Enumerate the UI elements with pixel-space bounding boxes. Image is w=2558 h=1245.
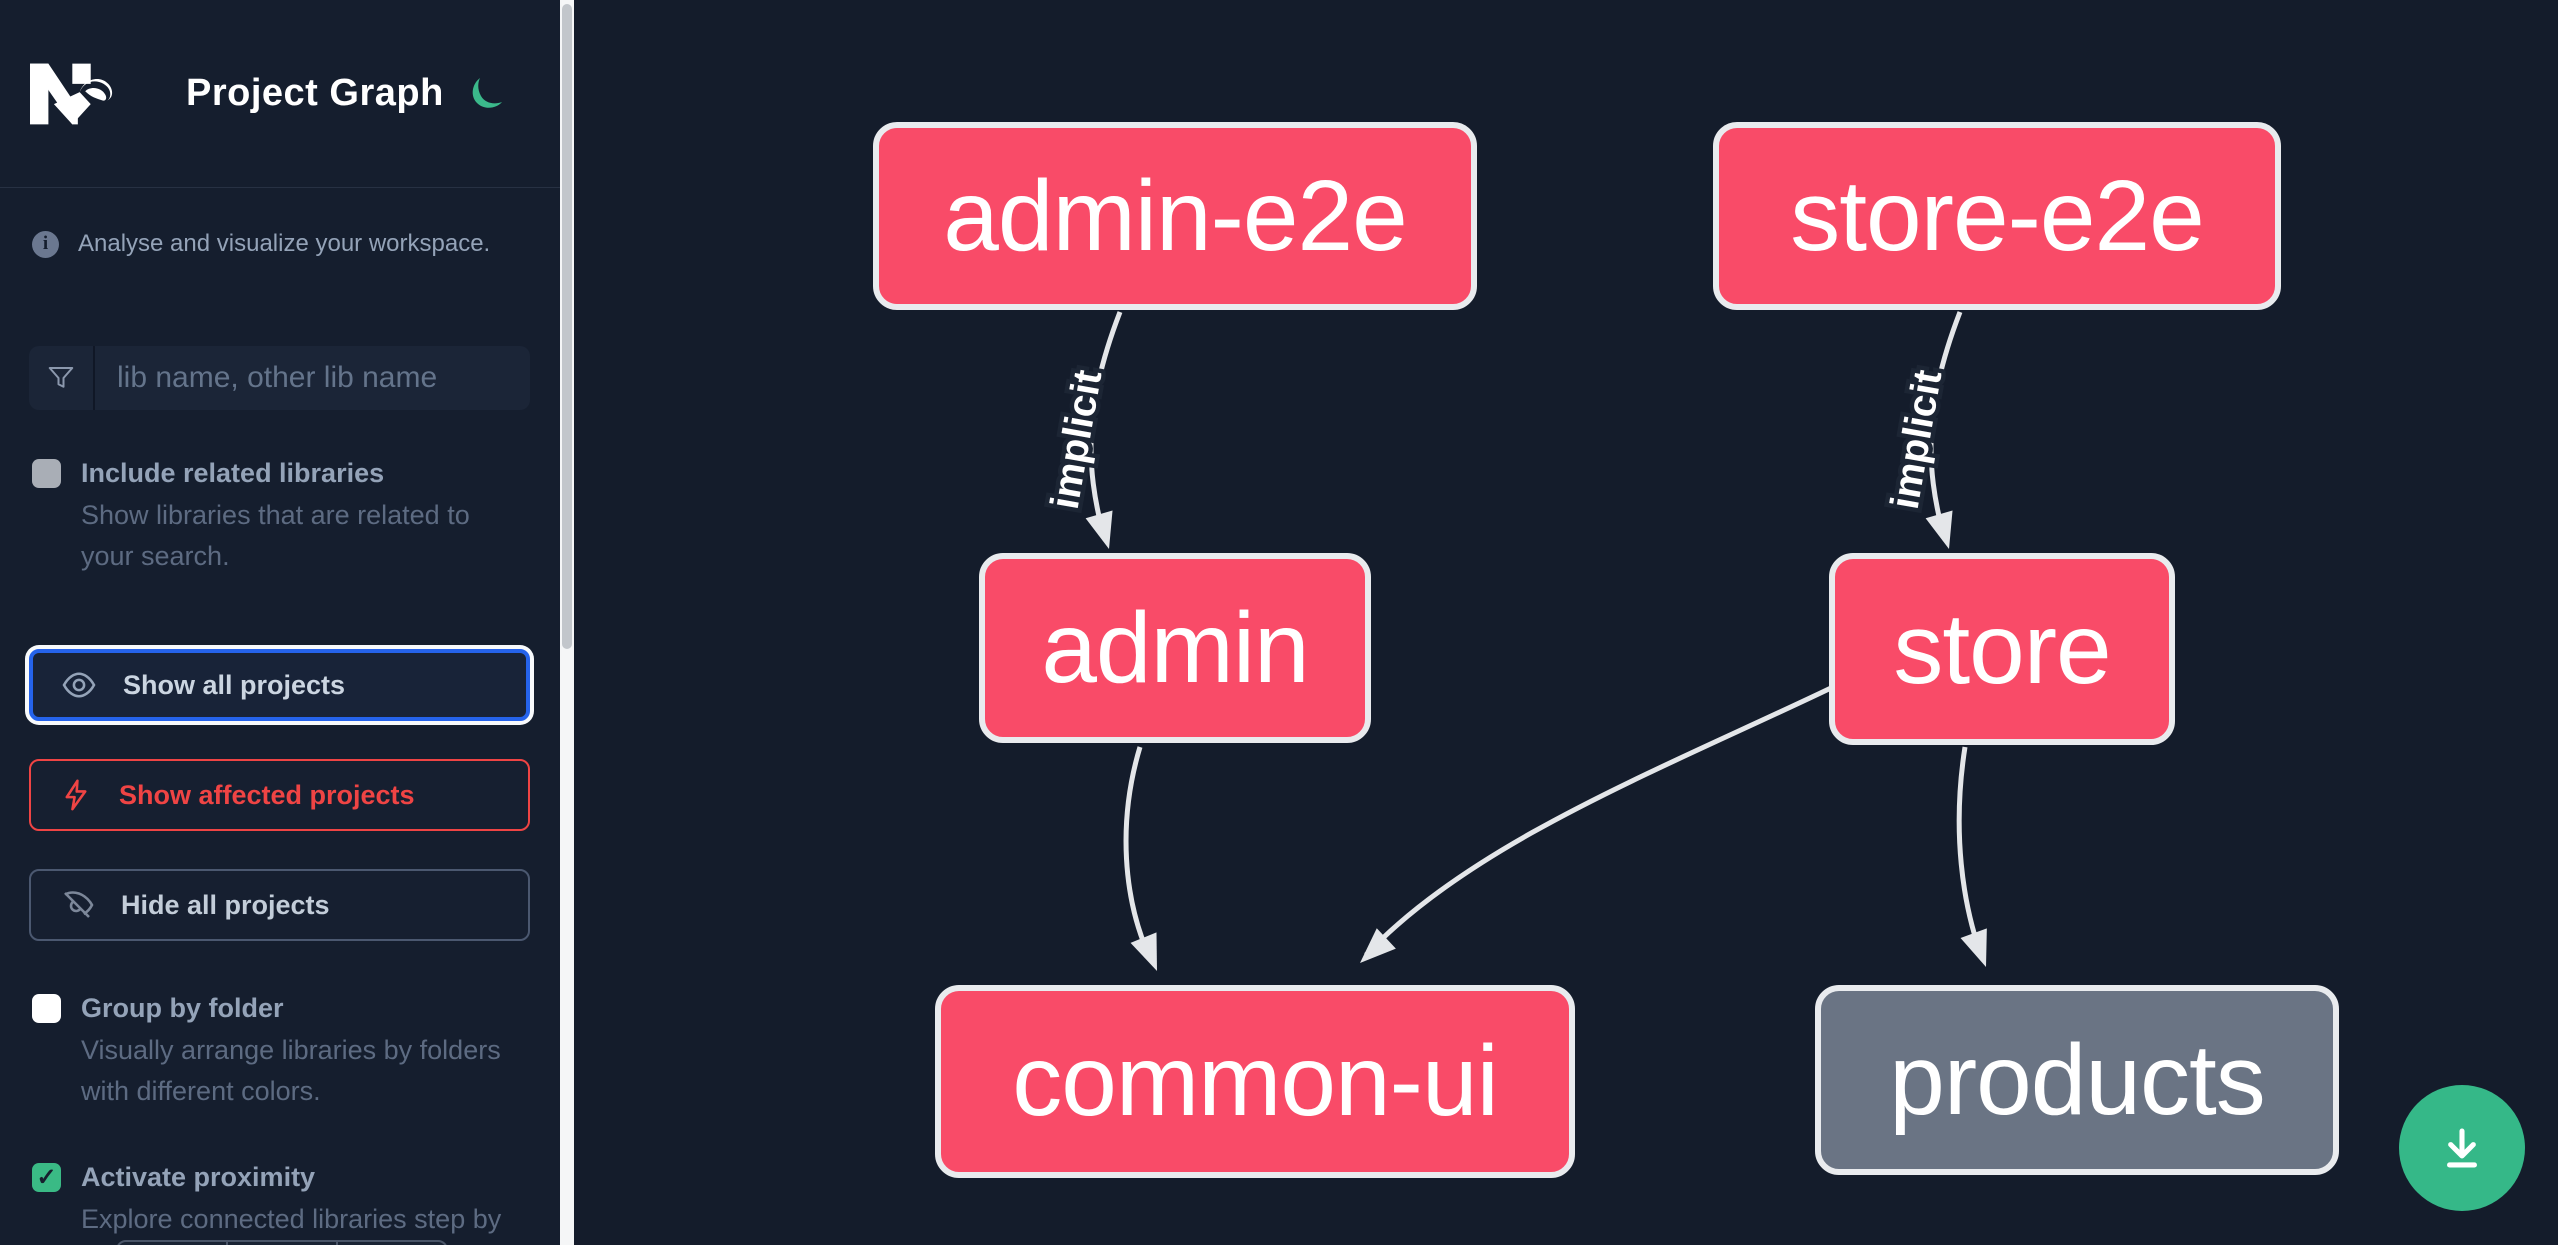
option-group-by-folder: Group by folder Visually arrange librari… xyxy=(32,991,530,1112)
search-box xyxy=(29,346,530,410)
edge-label-implicit: implicit xyxy=(1883,367,1951,513)
option-description: Show libraries that are related to your … xyxy=(81,500,470,571)
edge-store-e2e-store xyxy=(1928,311,1963,541)
info-text: Analyse and visualize your workspace. xyxy=(78,230,491,257)
filter-icon xyxy=(29,346,95,410)
arrowhead xyxy=(1085,510,1113,549)
show-all-projects-button[interactable]: Show all projects xyxy=(29,649,530,721)
hide-all-projects-button[interactable]: Hide all projects xyxy=(29,869,530,941)
include-related-checkbox[interactable] xyxy=(32,459,61,488)
sidebar-scrollbar-thumb[interactable] xyxy=(562,4,572,649)
sidebar-scrollbar-track[interactable] xyxy=(560,0,574,1245)
option-activate-proximity: ✓ Activate proximity Explore connected l… xyxy=(32,1160,530,1245)
arrowhead xyxy=(1925,510,1953,549)
arrowhead xyxy=(1360,928,1396,963)
eye-off-icon xyxy=(64,891,94,918)
button-label: Show all projects xyxy=(123,669,346,700)
moon-icon xyxy=(472,77,502,108)
option-label: Group by folder xyxy=(81,993,284,1023)
stepper-segment[interactable] xyxy=(228,1242,338,1245)
download-graph-button[interactable] xyxy=(2399,1085,2525,1211)
search-input[interactable] xyxy=(95,346,530,410)
info-icon: i xyxy=(32,230,59,258)
edge-store-common-ui xyxy=(1364,685,1833,957)
graph-node-common-ui[interactable]: common-ui xyxy=(935,985,1575,1178)
graph-node-products[interactable]: products xyxy=(1815,985,2339,1175)
sidebar: Project Graph i Analyse and visualize yo… xyxy=(0,0,560,1245)
option-description: Explore connected libraries step by step… xyxy=(81,1204,502,1234)
stepper-segment[interactable] xyxy=(118,1242,228,1245)
option-label: Include related libraries xyxy=(81,458,385,488)
arrowhead xyxy=(1960,928,1987,967)
checkmark-icon: ✓ xyxy=(36,1164,57,1191)
button-label: Show affected projects xyxy=(119,779,415,810)
theme-toggle-button[interactable] xyxy=(466,72,510,116)
graph-node-admin-e2e[interactable]: admin-e2e xyxy=(873,122,1477,310)
group-by-folder-checkbox[interactable] xyxy=(32,994,61,1023)
edge-label-implicit: implicit xyxy=(1043,367,1111,513)
activate-proximity-checkbox[interactable]: ✓ xyxy=(32,1163,61,1192)
workspace-info: i Analyse and visualize your workspace. xyxy=(32,230,530,258)
option-include-related: Include related libraries Show libraries… xyxy=(32,456,530,577)
bolt-icon xyxy=(65,779,87,811)
eye-icon xyxy=(62,672,96,698)
page-title: Project Graph xyxy=(186,72,444,114)
sidebar-header: Project Graph xyxy=(0,0,560,188)
arrowhead xyxy=(1130,932,1157,971)
edge-store-products xyxy=(1956,746,1986,961)
nx-logo xyxy=(30,63,113,124)
download-icon xyxy=(2447,1128,2477,1168)
option-label: Activate proximity xyxy=(81,1162,316,1192)
option-description: Visually arrange libraries by folders wi… xyxy=(81,1035,501,1106)
proximity-depth-stepper[interactable] xyxy=(116,1240,448,1245)
project-graph-canvas[interactable]: implicit implicit admin-e2e store-e2e ad… xyxy=(574,0,2558,1245)
show-affected-projects-button[interactable]: Show affected projects xyxy=(29,759,530,831)
graph-node-store[interactable]: store xyxy=(1829,553,2175,745)
graph-node-admin[interactable]: admin xyxy=(979,553,1371,743)
graph-node-store-e2e[interactable]: store-e2e xyxy=(1713,122,2281,310)
edge-admin-e2e-admin xyxy=(1088,311,1123,541)
edge-admin-common-ui xyxy=(1123,746,1155,964)
button-label: Hide all projects xyxy=(121,889,330,920)
graph-edges: implicit implicit xyxy=(1038,311,1987,971)
